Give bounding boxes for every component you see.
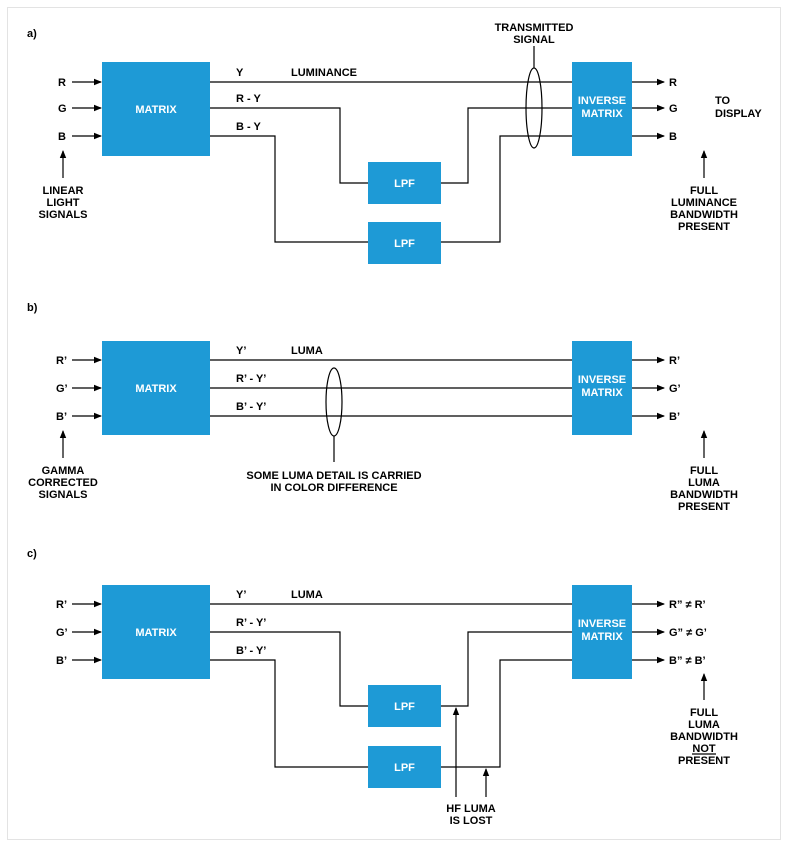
ry-label: R’ - Y’ bbox=[236, 373, 266, 385]
hf-note-1: HF LUMA bbox=[446, 803, 496, 815]
section-c: c) R’ G’ B’ MATRIX Y’ LUMA R’ - Y’ B’ - … bbox=[27, 548, 738, 827]
input-r-label: R’ bbox=[56, 599, 67, 611]
section-a: a) R G B MATRIX Y LUMINANCE R - Y B - Y … bbox=[27, 22, 762, 264]
output-note-3: BANDWIDTH bbox=[670, 489, 738, 501]
y-label: Y’ bbox=[236, 345, 246, 357]
output-note-3: BANDWIDTH bbox=[670, 731, 738, 743]
matrix-block bbox=[102, 341, 210, 435]
ry-label: R - Y bbox=[236, 93, 262, 105]
output-b-label: B” ≠ B’ bbox=[669, 655, 706, 667]
input-b-label: B bbox=[58, 131, 66, 143]
transmitted-label-1: TRANSMITTED bbox=[495, 22, 574, 34]
inverse-matrix-block bbox=[572, 585, 632, 679]
section-a-label: a) bbox=[27, 28, 37, 40]
input-b-label: B’ bbox=[56, 411, 67, 423]
output-note-4: PRESENT bbox=[678, 221, 730, 233]
input-note-3: SIGNALS bbox=[39, 209, 88, 221]
lpf-block-1 bbox=[368, 162, 441, 204]
matrix-block bbox=[102, 585, 210, 679]
by-label: B’ - Y’ bbox=[236, 401, 266, 413]
hf-note-2: IS LOST bbox=[450, 815, 493, 827]
section-c-label: c) bbox=[27, 548, 37, 560]
matrix-block bbox=[102, 62, 210, 156]
ry-wire bbox=[210, 631, 368, 707]
output-note-2: LUMA bbox=[688, 477, 720, 489]
input-r-label: R bbox=[58, 77, 66, 89]
output-b-label: B bbox=[669, 131, 677, 143]
inverse-label-1: INVERSE bbox=[578, 95, 626, 107]
middle-note-1: SOME LUMA DETAIL IS CARRIED bbox=[246, 470, 421, 482]
by-filtered-wire bbox=[441, 659, 572, 768]
matrix-label: MATRIX bbox=[135, 627, 177, 639]
y-label: Y bbox=[236, 67, 244, 79]
to-display-label-1: TO bbox=[715, 95, 731, 107]
inverse-matrix-block bbox=[572, 341, 632, 435]
output-note-1: FULL bbox=[690, 465, 718, 477]
output-g-label: G bbox=[669, 103, 678, 115]
output-note-2: LUMINANCE bbox=[671, 197, 737, 209]
section-b: b) R’ G’ B’ MATRIX Y’ LUMA R’ - Y’ B’ - … bbox=[27, 302, 738, 513]
ry-wire bbox=[210, 107, 368, 184]
inverse-label-1: INVERSE bbox=[578, 618, 626, 630]
inverse-label-2: MATRIX bbox=[581, 631, 623, 643]
luma-label: LUMA bbox=[291, 345, 323, 357]
inverse-label-2: MATRIX bbox=[581, 387, 623, 399]
to-display-label-2: DISPLAY bbox=[715, 108, 762, 120]
ry-filtered-wire bbox=[441, 107, 572, 184]
output-b-label: B’ bbox=[669, 411, 680, 423]
output-note-1: FULL bbox=[690, 185, 718, 197]
output-r-label: R” ≠ R’ bbox=[669, 599, 706, 611]
luma-label: LUMA bbox=[291, 589, 323, 601]
by-label: B’ - Y’ bbox=[236, 645, 266, 657]
middle-note-2: IN COLOR DIFFERENCE bbox=[270, 482, 397, 494]
output-g-label: G’ bbox=[669, 383, 681, 395]
inverse-matrix-block bbox=[572, 62, 632, 156]
ry-filtered-wire bbox=[441, 631, 572, 707]
transmitted-label-2: SIGNAL bbox=[513, 34, 555, 46]
inverse-label-1: INVERSE bbox=[578, 374, 626, 386]
input-b-label: B’ bbox=[56, 655, 67, 667]
input-g-label: G’ bbox=[56, 627, 68, 639]
matrix-label: MATRIX bbox=[135, 383, 177, 395]
output-g-label: G” ≠ G’ bbox=[669, 627, 707, 639]
output-note-not: NOT bbox=[692, 743, 716, 755]
input-note-1: GAMMA bbox=[42, 465, 85, 477]
lpf-block-2 bbox=[368, 746, 441, 788]
luminance-label: LUMINANCE bbox=[291, 67, 357, 79]
input-g-label: G’ bbox=[56, 383, 68, 395]
diagram-frame bbox=[7, 7, 781, 840]
output-note-3: BANDWIDTH bbox=[670, 209, 738, 221]
lpf-label-1: LPF bbox=[394, 701, 415, 713]
input-note-1: LINEAR bbox=[43, 185, 84, 197]
lpf-block-1 bbox=[368, 685, 441, 727]
output-r-label: R bbox=[669, 77, 677, 89]
by-filtered-wire bbox=[441, 135, 572, 243]
input-note-2: LIGHT bbox=[47, 197, 80, 209]
input-note-2: CORRECTED bbox=[28, 477, 98, 489]
inverse-label-2: MATRIX bbox=[581, 108, 623, 120]
input-r-label: R’ bbox=[56, 355, 67, 367]
by-wire bbox=[210, 135, 368, 243]
input-g-label: G bbox=[58, 103, 67, 115]
matrix-label: MATRIX bbox=[135, 104, 177, 116]
lpf-label-2: LPF bbox=[394, 762, 415, 774]
input-note-3: SIGNALS bbox=[39, 489, 88, 501]
output-note-2: LUMA bbox=[688, 719, 720, 731]
lpf-block-2 bbox=[368, 222, 441, 264]
ry-label: R’ - Y’ bbox=[236, 617, 266, 629]
lpf-label-2: LPF bbox=[394, 238, 415, 250]
output-note-1: FULL bbox=[690, 707, 718, 719]
color-difference-ellipse bbox=[325, 367, 343, 437]
by-label: B - Y bbox=[236, 121, 262, 133]
y-label: Y’ bbox=[236, 589, 246, 601]
section-b-label: b) bbox=[27, 302, 38, 314]
output-note-5: PRESENT bbox=[678, 755, 730, 767]
output-note-4: PRESENT bbox=[678, 501, 730, 513]
output-r-label: R’ bbox=[669, 355, 680, 367]
by-wire bbox=[210, 659, 368, 768]
lpf-label-1: LPF bbox=[394, 178, 415, 190]
